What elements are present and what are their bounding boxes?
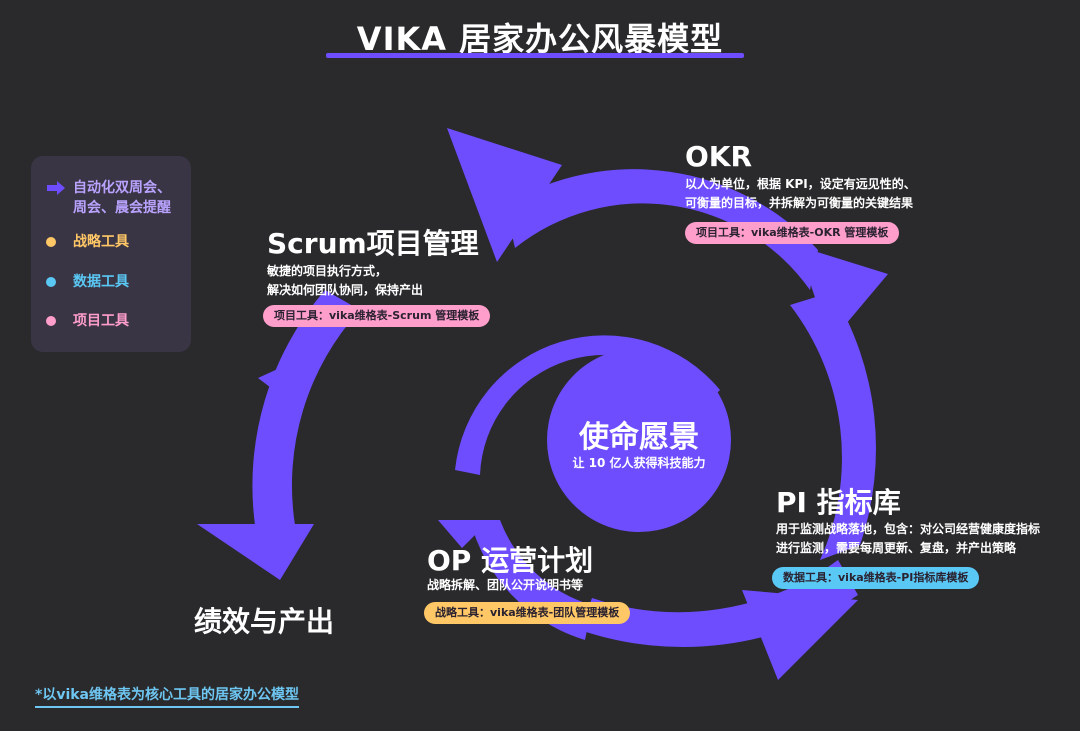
pi-title: PI 指标库 (776, 486, 901, 519)
okr-tag: 项目工具：vika维格表-OKR 管理模板 (685, 222, 900, 244)
op-desc: 战略拆解、团队公开说明书等 (427, 578, 584, 592)
center-circle (547, 348, 731, 532)
legend-item-data: 数据工具 (45, 272, 129, 292)
center-title: 使命愿景 (579, 420, 699, 455)
arrow-right-head (798, 246, 888, 343)
arrow-top-arc (505, 169, 818, 290)
arrow-top-head (447, 128, 562, 262)
arrow-right-icon (47, 181, 65, 195)
arrow-bottom-head (742, 590, 858, 680)
arrow-left-head (197, 524, 314, 580)
legend-panel: 自动化双周会、 周会、晨会提醒 战略工具 数据工具 项目工具 (31, 156, 191, 352)
scrum-desc: 敏捷的项目执行方式， 解决如何团队协同，保持产出 (267, 264, 424, 297)
output-title: 绩效与产出 (194, 605, 335, 638)
arrow-right-arc (790, 292, 876, 560)
op-tag: 战略工具：vika维格表-团队管理模板 (424, 602, 631, 624)
pi-desc: 用于监测战略落地，包含：对公司经营健康度指标 进行监测，需要每周更新、复盘，并产… (776, 522, 1041, 555)
title-underline (326, 53, 744, 58)
legend-label-strategy: 战略工具 (73, 234, 129, 250)
scrum-tag: 项目工具：vika维格表-Scrum 管理模板 (263, 305, 491, 327)
data-dot-icon (46, 277, 56, 287)
arrow-left-arc (252, 290, 360, 525)
strategy-dot-icon (46, 237, 56, 247)
legend-item-meeting: 自动化双周会、 周会、晨会提醒 (45, 178, 171, 218)
legend-item-project: 项目工具 (45, 311, 129, 331)
project-dot-icon (46, 316, 56, 326)
okr-title: OKR (685, 140, 753, 173)
center-subtitle: 让 10 亿人获得科技能力 (572, 456, 706, 470)
arrow-inner-spiral (455, 335, 720, 475)
pi-tag: 数据工具：vika维格表-PI指标库模板 (772, 567, 980, 589)
op-title: OP 运营计划 (427, 544, 594, 577)
scrum-title: Scrum项目管理 (267, 227, 479, 260)
okr-desc: 以人为单位，根据 KPI，设定有远见性的、 可衡量的目标，并拆解为可衡量的关键结… (685, 177, 916, 210)
legend-label-data: 数据工具 (73, 274, 129, 290)
arrow-left-mid-head (258, 345, 330, 410)
legend-label-project: 项目工具 (73, 313, 129, 329)
footnote: *以vika维格表为核心工具的居家办公模型 (35, 684, 300, 708)
legend-item-strategy: 战略工具 (45, 232, 129, 252)
page-title: VIKA 居家办公风暴模型 (356, 20, 724, 58)
legend-label-meeting: 自动化双周会、 周会、晨会提醒 (73, 180, 171, 216)
